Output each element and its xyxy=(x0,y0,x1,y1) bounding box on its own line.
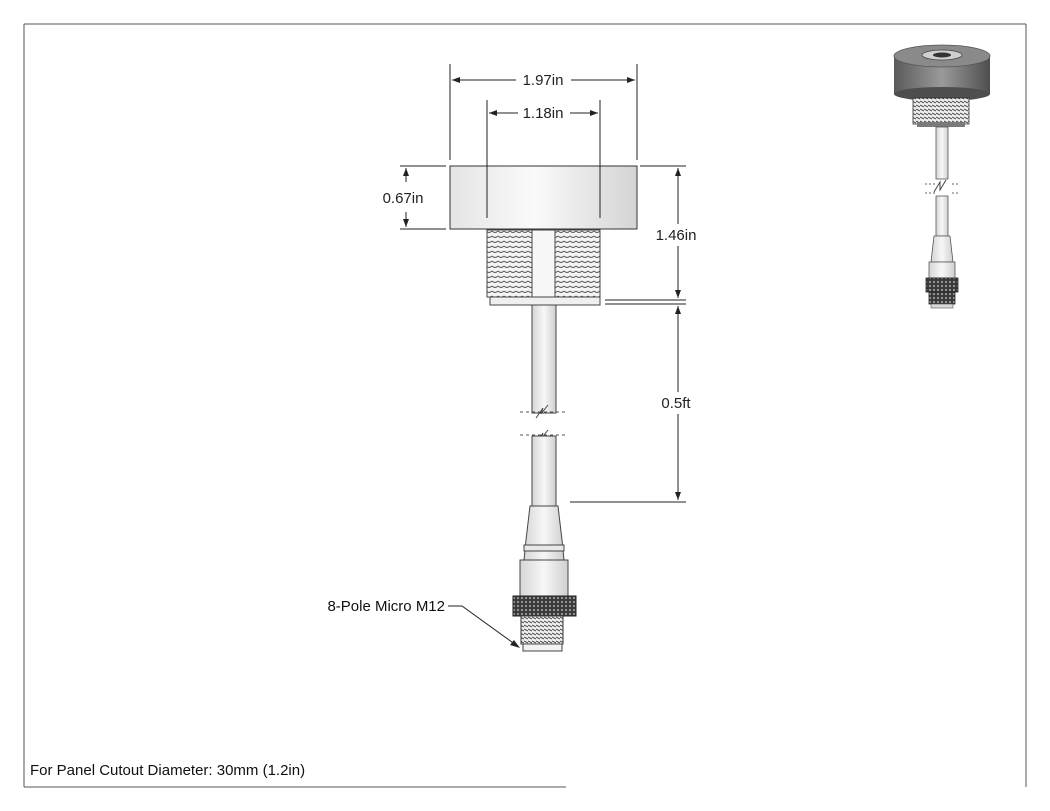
front-view xyxy=(449,165,638,652)
cable-length-label: 0.5ft xyxy=(661,395,691,412)
dimension-body-height: 1.46in xyxy=(605,165,697,301)
thread-left xyxy=(486,229,533,298)
connector-label: 8-Pole Micro M12 xyxy=(327,598,445,615)
boot-band xyxy=(523,544,565,552)
strain-relief xyxy=(523,505,565,561)
dimension-overall-width: 1.97in xyxy=(449,64,638,160)
leader-arrow xyxy=(448,605,517,646)
dimension-thread-width: 1.18in xyxy=(486,100,601,218)
connector-tip xyxy=(522,643,563,652)
dimension-flange-height: 0.67in xyxy=(383,165,446,230)
connector-thread xyxy=(520,615,564,645)
cable-upper xyxy=(531,304,557,414)
thread-width-label: 1.18in xyxy=(523,105,564,122)
thread-right xyxy=(554,229,601,298)
cable-lower xyxy=(531,435,557,507)
connector-callout: 8-Pole Micro M12 xyxy=(327,598,520,648)
body-height-label: 1.46in xyxy=(656,227,697,244)
base-ring xyxy=(489,296,601,306)
sheet-border xyxy=(23,23,1027,788)
dimension-cable-length: 0.5ft xyxy=(570,303,691,503)
overall-width-label: 1.97in xyxy=(523,72,564,89)
panel-cutout-note: For Panel Cutout Diameter: 30mm (1.2in) xyxy=(30,762,305,779)
coupling-body xyxy=(519,559,569,597)
isometric-view xyxy=(893,44,991,309)
knurled-nut xyxy=(512,595,577,617)
flange-height-label: 0.67in xyxy=(383,190,424,207)
thread-slot xyxy=(531,229,556,301)
flange xyxy=(449,165,638,230)
